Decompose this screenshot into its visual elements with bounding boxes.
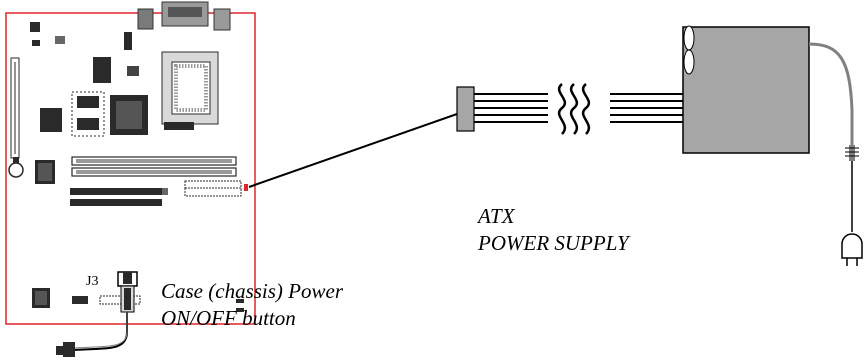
wire-bundle-right bbox=[610, 93, 683, 123]
atx-plug bbox=[456, 86, 475, 132]
power-plug-icon bbox=[841, 145, 863, 266]
case-power-button bbox=[56, 342, 75, 357]
atx-board-connector bbox=[184, 180, 248, 197]
j3-connector bbox=[117, 271, 138, 313]
memory-slots bbox=[71, 156, 237, 177]
case-button-label-line2: ON/OFF button bbox=[161, 306, 296, 330]
atx-cable-line bbox=[248, 113, 458, 188]
atx-label-line2: POWER SUPPLY bbox=[478, 231, 629, 255]
j3-label: J3 bbox=[86, 274, 99, 289]
fan-icon bbox=[683, 25, 695, 75]
case-button-label-line1: Case (chassis) Power bbox=[161, 279, 343, 303]
ac-cord bbox=[808, 42, 854, 145]
atx-label-line1: ATX bbox=[478, 204, 515, 228]
cpu-socket bbox=[161, 51, 219, 130]
rear-io-ports bbox=[137, 1, 231, 31]
power-supply-unit bbox=[682, 25, 810, 154]
wire-break-icon bbox=[557, 83, 591, 135]
wire-bundle-left bbox=[474, 93, 548, 123]
